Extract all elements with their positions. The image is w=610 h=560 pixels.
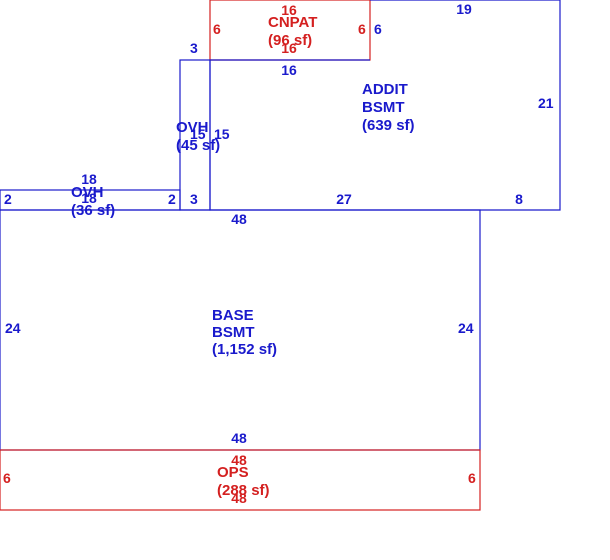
ovh-horizontal-area: (36 sf) — [71, 202, 115, 219]
ops-dim-bottom: 48 — [231, 490, 247, 506]
cnpat-dim-left: 6 — [213, 21, 221, 37]
cnpat-dim-bottom: 16 — [281, 40, 297, 56]
ops-dim-right: 6 — [468, 470, 476, 486]
cnpat-dim-right: 6 — [358, 21, 366, 37]
addit-dim-top: 19 — [456, 1, 472, 17]
ops-area: (288 sf) — [217, 482, 270, 499]
ovh-horizontal-dim-left: 2 — [4, 191, 12, 207]
addit-name-2: BSMT — [362, 99, 405, 116]
ops-outline — [0, 449, 481, 511]
addit-dim-left-top: 6 — [374, 21, 382, 37]
ovh-horizontal-dim-top: 18 — [81, 171, 97, 187]
ovh-vertical-name: OVH — [176, 119, 209, 136]
ovh-vertical-dim-right: 15 — [214, 126, 230, 142]
ovh-vertical-dim-bottom: 3 — [190, 191, 198, 207]
addit-dim-top-inner: 16 — [281, 62, 297, 78]
cnpat-area: (96 sf) — [268, 32, 312, 49]
cnpat-dim-top: 16 — [281, 2, 297, 18]
ovh-vertical-area: (45 sf) — [176, 137, 220, 154]
base-name-1: BASE — [212, 307, 254, 324]
ovh-vertical-dim-top: 3 — [190, 40, 198, 56]
ovh-horizontal-dim-right: 2 — [168, 191, 176, 207]
ops-name: OPS — [217, 464, 249, 481]
ovh-vertical-dim-left: 15 — [190, 126, 206, 142]
addit-dim-bottom-right: 8 — [515, 191, 523, 207]
addit-area: (639 sf) — [362, 117, 415, 134]
ovh-horizontal-dim-bottom: 18 — [81, 190, 97, 206]
cnpat-name: CNPAT — [268, 14, 317, 31]
base-dim-right: 24 — [458, 320, 474, 336]
ops-dim-top: 48 — [231, 452, 247, 468]
ops-dim-left: 6 — [3, 470, 11, 486]
addit-dim-right: 21 — [538, 95, 554, 111]
base-dim-left: 24 — [5, 320, 21, 336]
addit-dim-bottom: 27 — [336, 191, 352, 207]
base-name-2: BSMT — [212, 324, 255, 341]
base-dim-bottom: 48 — [231, 430, 247, 446]
ovh-horizontal-name: OVH — [71, 184, 104, 201]
addit-name-1: ADDIT — [362, 81, 408, 98]
base-dim-top: 48 — [231, 211, 247, 227]
base-area: (1,152 sf) — [212, 341, 277, 358]
